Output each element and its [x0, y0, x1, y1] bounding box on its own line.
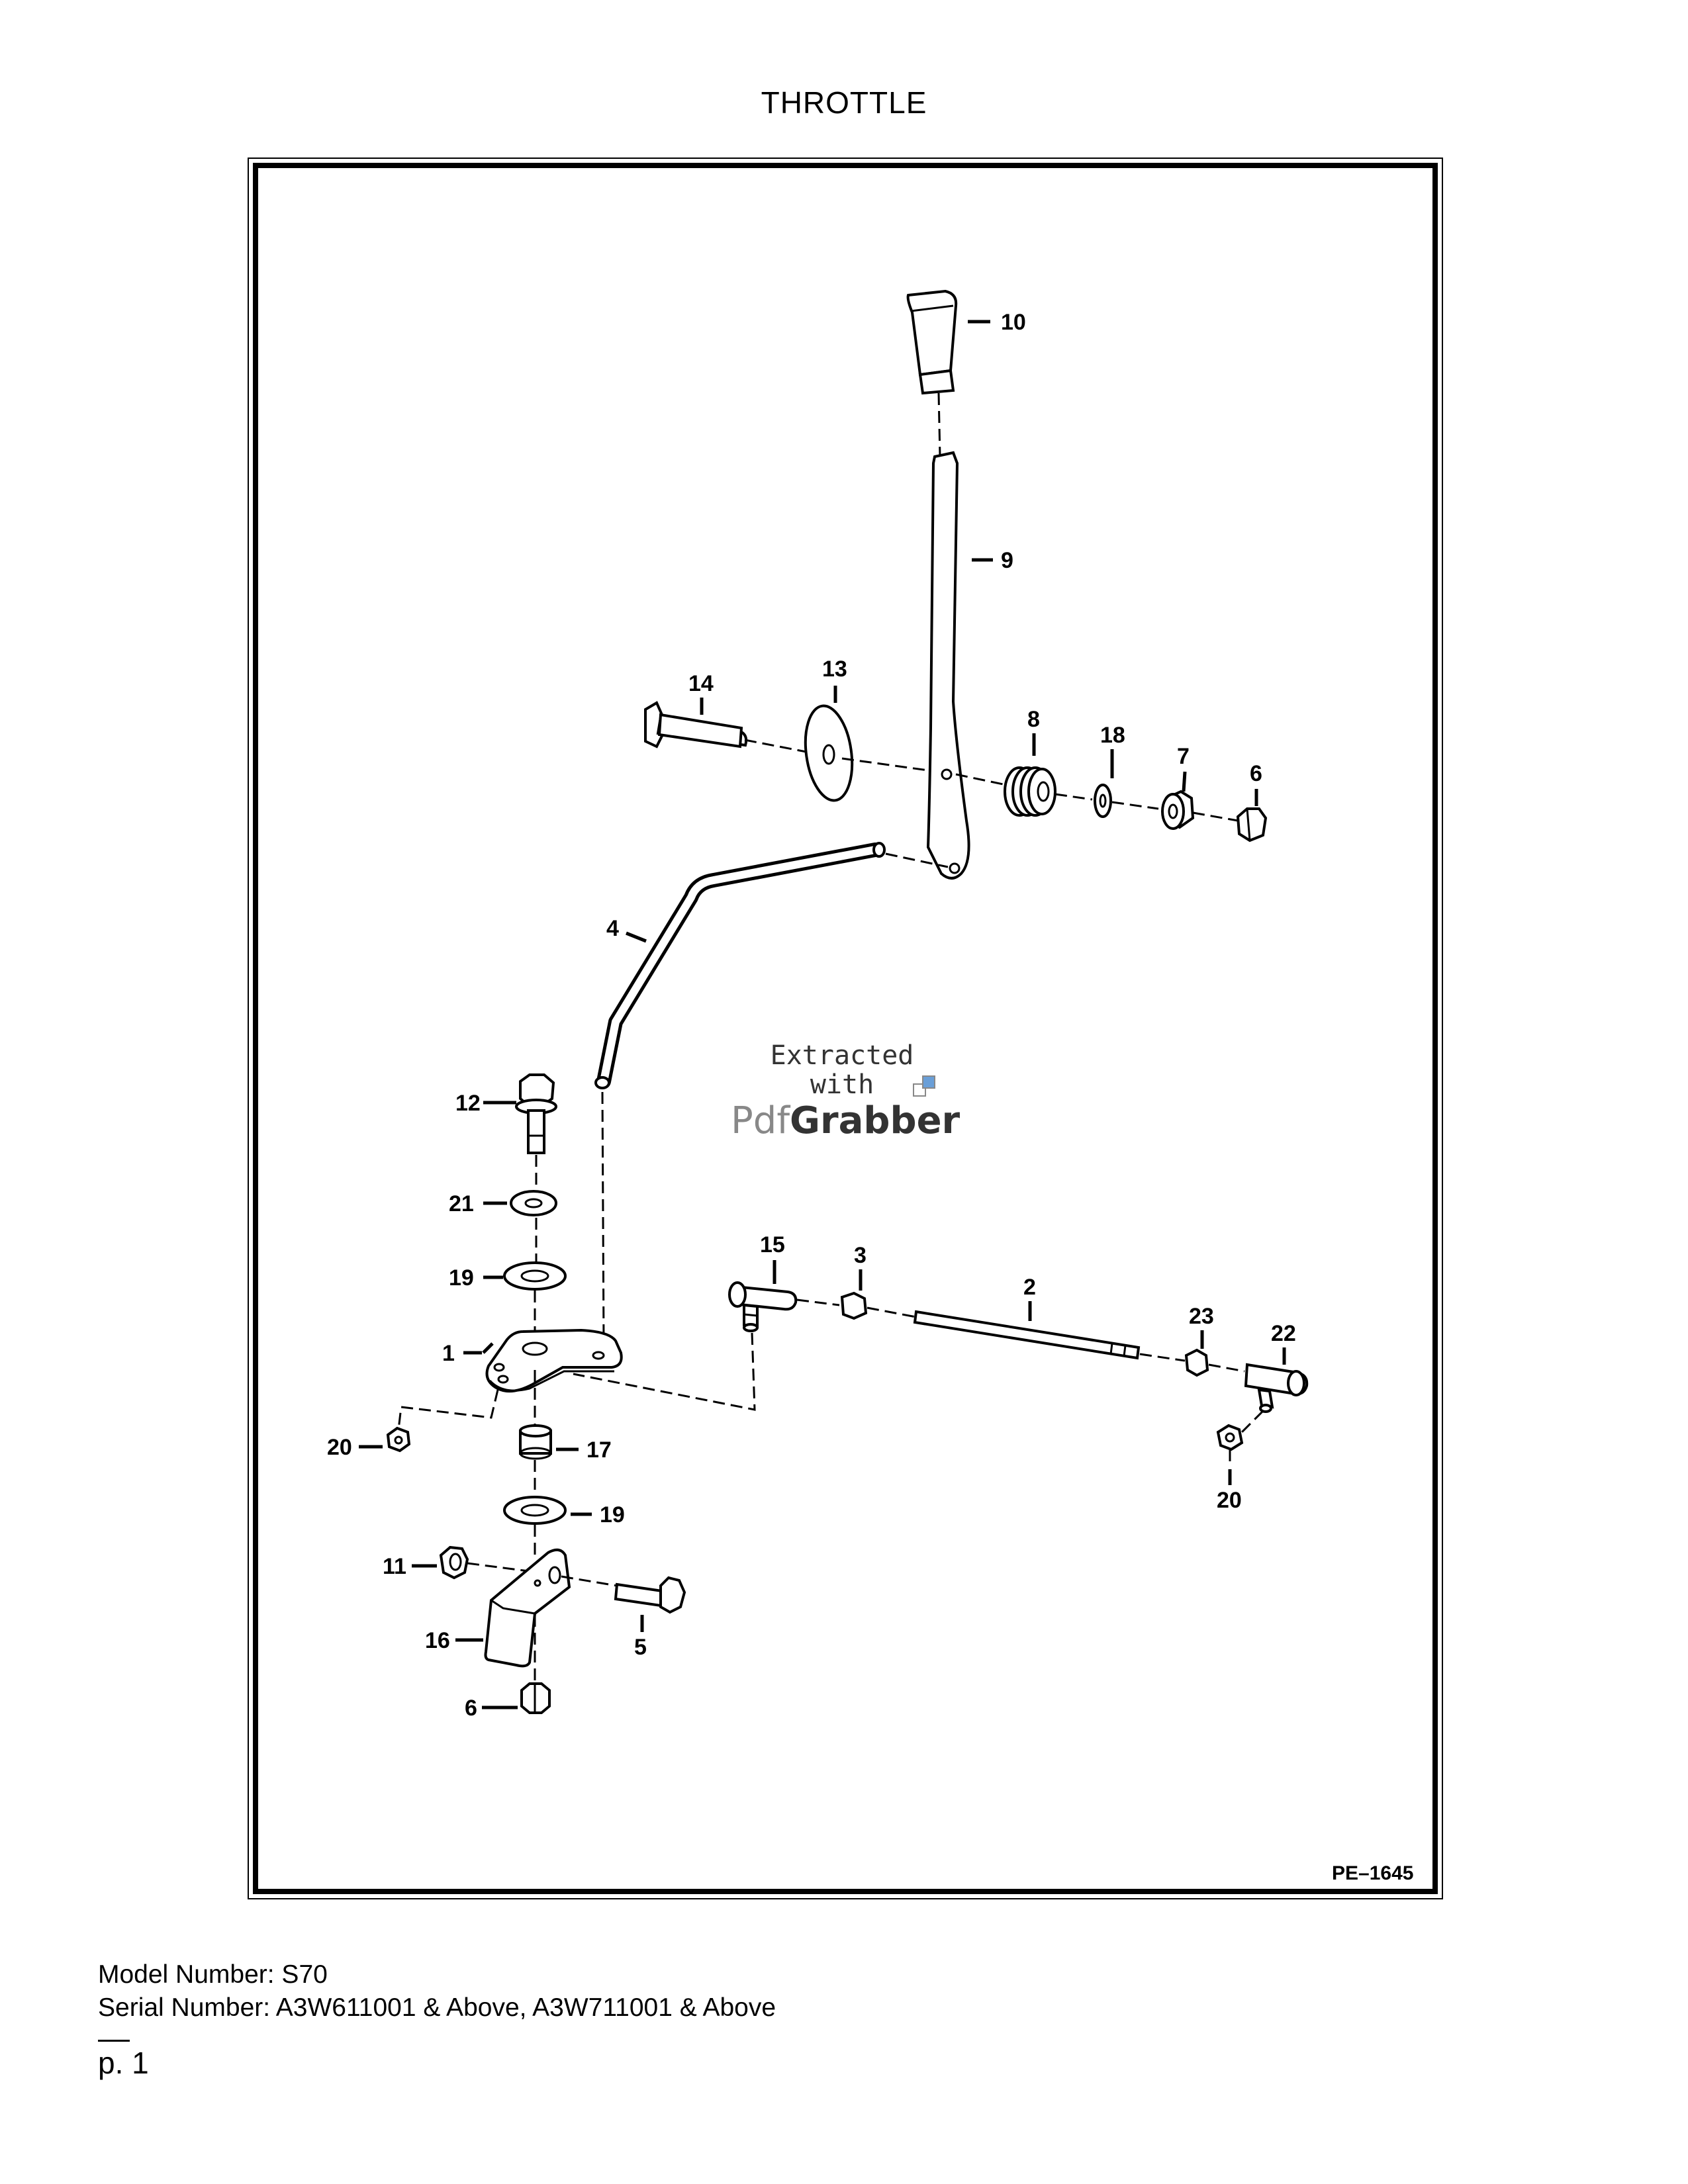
page-title: THROTTLE — [761, 85, 927, 120]
part-20-nut-right — [1216, 1424, 1244, 1451]
callout-8: 8 — [1027, 707, 1040, 732]
callout-7: 7 — [1177, 744, 1190, 769]
diagram-frame — [253, 163, 1438, 1894]
callouts: 10 9 14 13 8 18 7 6 4 12 21 19 15 3 2 23… — [327, 310, 1296, 1721]
part-6-nut-bottom — [520, 1682, 551, 1714]
callout-5: 5 — [634, 1635, 647, 1660]
callout-21: 21 — [449, 1191, 474, 1216]
callout-20-right: 20 — [1217, 1488, 1242, 1513]
diagram-frame-outer — [248, 158, 1443, 1899]
part-21-washer — [510, 1190, 557, 1216]
part-18-lockwasher — [1094, 784, 1112, 818]
part-6-nut — [1236, 807, 1268, 842]
part-19-washer-lower — [503, 1496, 567, 1525]
callout-17: 17 — [586, 1437, 612, 1463]
serial-number: Serial Number: A3W611001 & Above, A3W711… — [98, 1993, 776, 2022]
callout-16: 16 — [425, 1628, 450, 1653]
part-10-knob — [906, 289, 958, 395]
callout-10: 10 — [1001, 310, 1026, 335]
watermark-logo-icon — [913, 1075, 935, 1097]
callout-3: 3 — [854, 1243, 867, 1268]
watermark-brand-part2: Grabber — [790, 1099, 961, 1142]
callout-12: 12 — [455, 1091, 481, 1116]
callout-20-left: 20 — [327, 1435, 352, 1460]
part-22-swivel — [1244, 1363, 1309, 1413]
watermark: Extracted with PdfGrabber — [731, 1040, 961, 1142]
part-17-spacer — [519, 1424, 552, 1460]
callout-22: 22 — [1271, 1321, 1296, 1346]
part-14-bolt — [644, 701, 748, 749]
part-23-nut — [1184, 1348, 1209, 1377]
part-5-bolt — [614, 1576, 686, 1614]
callout-11: 11 — [383, 1554, 406, 1579]
page-number-rule — [98, 2040, 130, 2042]
callout-23: 23 — [1189, 1304, 1214, 1329]
callout-6-top: 6 — [1250, 761, 1262, 786]
watermark-brand: PdfGrabber — [731, 1099, 961, 1142]
part-16-bracket — [484, 1548, 571, 1668]
callout-15: 15 — [760, 1232, 785, 1257]
part-19-washer-upper — [503, 1261, 567, 1291]
watermark-line1: Extracted — [771, 1040, 914, 1071]
callout-1: 1 — [442, 1341, 455, 1366]
part-1-plate — [485, 1328, 623, 1392]
callout-9: 9 — [1001, 548, 1013, 573]
figure-code: PE–1645 — [1332, 1862, 1413, 1884]
callout-2: 2 — [1023, 1275, 1036, 1300]
part-11-nut — [439, 1545, 469, 1580]
callout-13: 13 — [822, 657, 847, 682]
model-number: Model Number: S70 — [98, 1960, 328, 1989]
part-8-spring — [1004, 766, 1056, 817]
watermark-line2: with — [810, 1069, 874, 1100]
callout-6-bottom: 6 — [465, 1696, 477, 1721]
part-20-nut-left — [386, 1426, 411, 1453]
part-2-rod — [913, 1310, 1141, 1360]
part-12-bolt — [515, 1073, 557, 1154]
callout-4: 4 — [606, 916, 619, 941]
part-7-nut — [1161, 790, 1195, 830]
callout-18: 18 — [1100, 723, 1125, 748]
part-3-nut — [840, 1291, 868, 1320]
watermark-brand-part1: Pdf — [731, 1099, 790, 1142]
callout-19-lower: 19 — [600, 1502, 625, 1527]
callout-14: 14 — [688, 671, 714, 696]
part-15-swivel — [728, 1281, 798, 1332]
part-4-rod — [594, 842, 886, 1089]
part-13-washer — [804, 704, 854, 802]
leader-lines — [359, 320, 1286, 1709]
callout-19-upper: 19 — [449, 1265, 474, 1291]
page-number: p. 1 — [98, 2046, 149, 2080]
part-9-lever — [926, 451, 970, 880]
